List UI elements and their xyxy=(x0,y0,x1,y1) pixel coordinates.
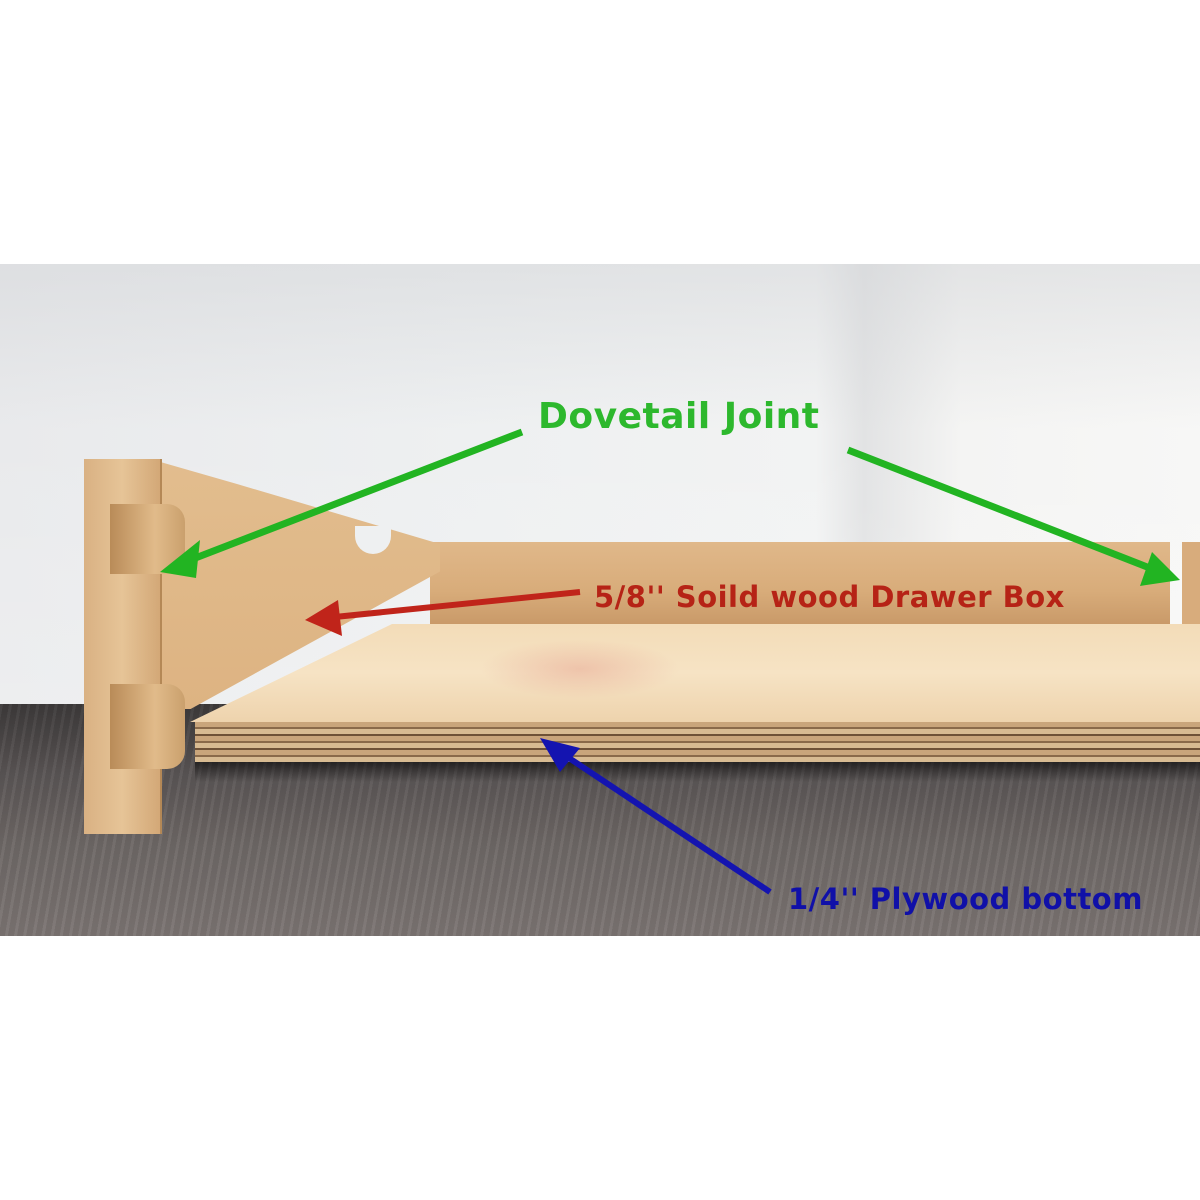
dovetail-joint-label: Dovetail Joint xyxy=(538,396,820,437)
plywood-shadow xyxy=(195,762,1200,782)
dovetail-arrow-right-icon xyxy=(846,446,1180,586)
dovetail-notch-lower xyxy=(110,684,185,769)
dovetail-arrow-left-icon xyxy=(160,428,524,578)
drawer-photo xyxy=(0,264,1200,936)
drawer-box-label: 5/8'' Soild wood Drawer Box xyxy=(594,580,1065,614)
plywood-bottom-label: 1/4'' Plywood bottom xyxy=(788,882,1143,916)
plywood-arrow-icon xyxy=(540,738,772,895)
plywood-edge xyxy=(195,722,1200,762)
surface-stain xyxy=(480,639,680,699)
drawer-back-rail xyxy=(430,542,1170,626)
side-panel-scallop xyxy=(355,526,391,554)
drawer-arrow-icon xyxy=(305,589,581,636)
drawer-right-corner xyxy=(1182,542,1200,628)
